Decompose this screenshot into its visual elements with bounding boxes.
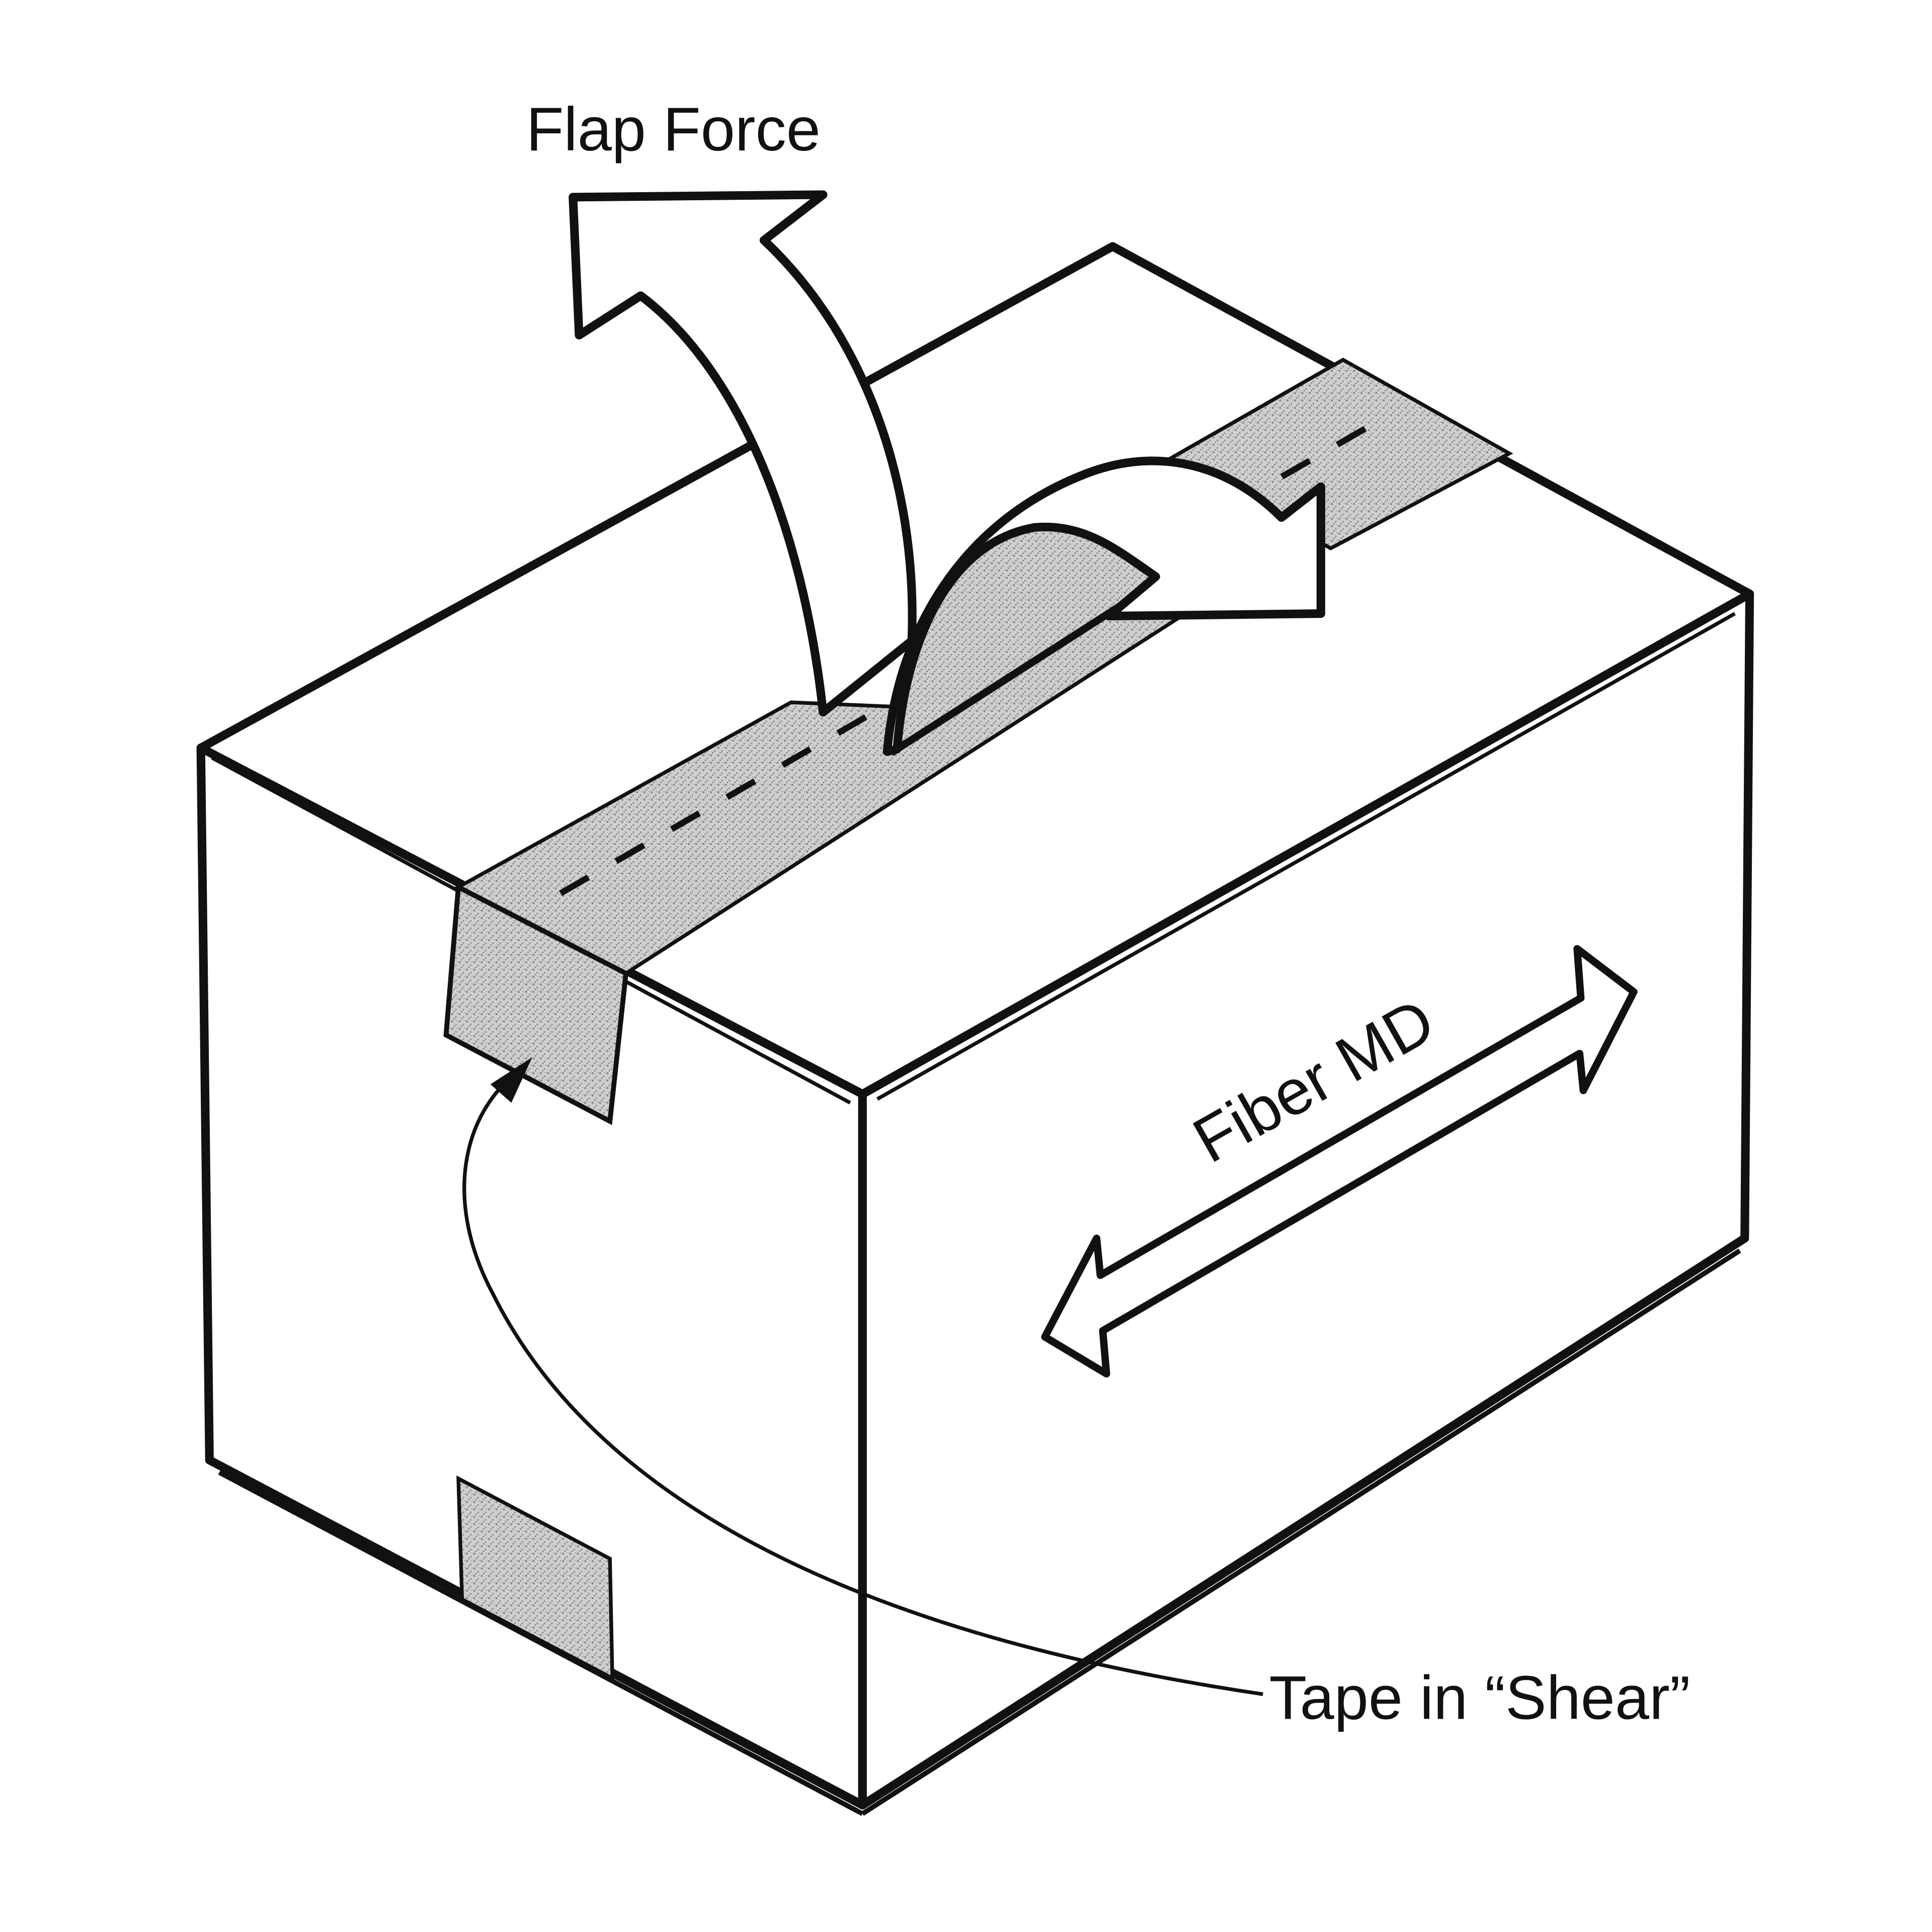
tape-bottom-patch: [456, 1475, 614, 1681]
peel-force-arrow: [882, 456, 1325, 756]
box: [196, 242, 1754, 1816]
flap-seam-right: [876, 612, 1736, 1101]
shear-leader-line: [462, 1070, 1263, 1696]
bottom-edge-left: [218, 1470, 864, 1816]
flap-force-arrow: [569, 190, 917, 717]
bottom-edge-right: [861, 1248, 1741, 1816]
flap-force-label: Flap Force: [526, 95, 821, 164]
tape-shear-label: Tape in “Shear”: [1269, 1663, 1690, 1732]
tape-front-wrap: [443, 883, 629, 1125]
shear-arrowhead: [490, 1057, 532, 1103]
fiber-md-double-arrow: [1041, 945, 1638, 1378]
